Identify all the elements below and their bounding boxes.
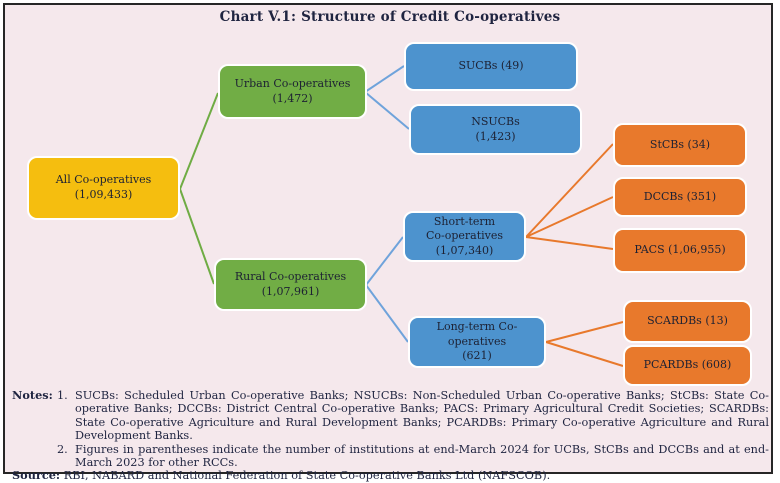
figure-notes: Notes: 1. SUCBs: Scheduled Urban Co-oper… bbox=[12, 388, 769, 483]
node-stcbs: StCBs (34) bbox=[613, 123, 747, 167]
node-short-term-cooperatives: Short-term Co-operatives (1,07,340) bbox=[403, 211, 526, 262]
edge-all-rural bbox=[179, 188, 215, 285]
node-all-cooperatives: All Co-operatives (1,09,433) bbox=[27, 156, 180, 220]
edge-longterm-pcardbs bbox=[545, 341, 624, 367]
source-line: Source: RBI, NABARD and National Federat… bbox=[12, 468, 769, 483]
notes-heading: Notes: bbox=[12, 388, 53, 402]
edge-shortterm-pacs bbox=[525, 236, 614, 250]
edge-shortterm-dccbs bbox=[525, 196, 614, 238]
edge-rural-shortterm bbox=[365, 236, 404, 286]
node-pacs: PACS (1,06,955) bbox=[613, 228, 747, 273]
node-urban-cooperatives: Urban Co-operatives (1,472) bbox=[218, 64, 367, 119]
edge-urban-nsucbs bbox=[364, 91, 410, 130]
edge-rural-longterm bbox=[365, 284, 409, 343]
node-nsucbs: NSUCBs (1,423) bbox=[409, 104, 582, 155]
note-2-text: Figures in parentheses indicate the numb… bbox=[75, 442, 769, 470]
edge-all-urban bbox=[179, 92, 219, 190]
note-1-text: SUCBs: Scheduled Urban Co-operative Bank… bbox=[75, 389, 769, 443]
node-long-term-cooperatives: Long-term Co-operatives (621) bbox=[408, 316, 546, 368]
node-sucbs: SUCBs (49) bbox=[404, 42, 578, 91]
edge-shortterm-stcbs bbox=[525, 143, 614, 238]
edge-longterm-scardbs bbox=[545, 321, 624, 343]
node-pcardbs: PCARDBs (608) bbox=[623, 345, 752, 386]
source-text: RBI, NABARD and National Federation of S… bbox=[63, 469, 551, 483]
chart-title: Chart V.1: Structure of Credit Co-operat… bbox=[219, 9, 561, 25]
node-dccbs: DCCBs (351) bbox=[613, 177, 747, 217]
node-rural-cooperatives: Rural Co-operatives (1,07,961) bbox=[214, 258, 367, 311]
note-2-number: 2. bbox=[57, 442, 68, 456]
source-heading: Source: bbox=[12, 468, 61, 483]
note-1-number: 1. bbox=[57, 389, 68, 402]
node-scardbs: SCARDBs (13) bbox=[623, 300, 752, 343]
edge-urban-sucbs bbox=[364, 65, 405, 93]
